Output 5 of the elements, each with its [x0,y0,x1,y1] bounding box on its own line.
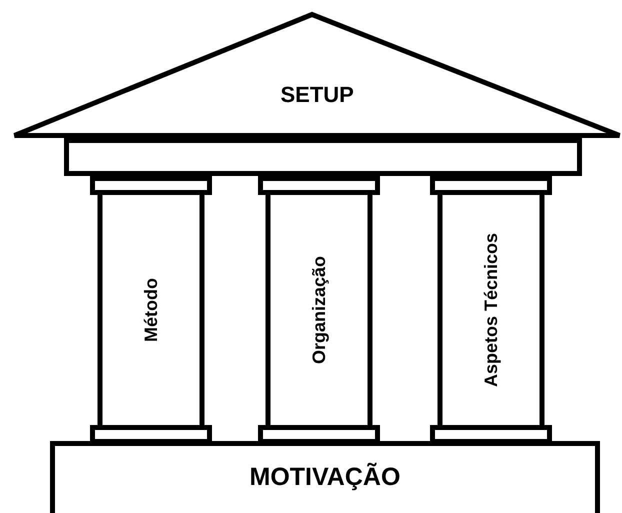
column-label: Método [140,278,162,342]
roof-label: SETUP [280,82,354,108]
base-label: MOTIVAÇÃO [250,463,400,492]
column-label: Aspetos Técnicos [480,233,502,388]
column-label: Organização [308,256,330,364]
